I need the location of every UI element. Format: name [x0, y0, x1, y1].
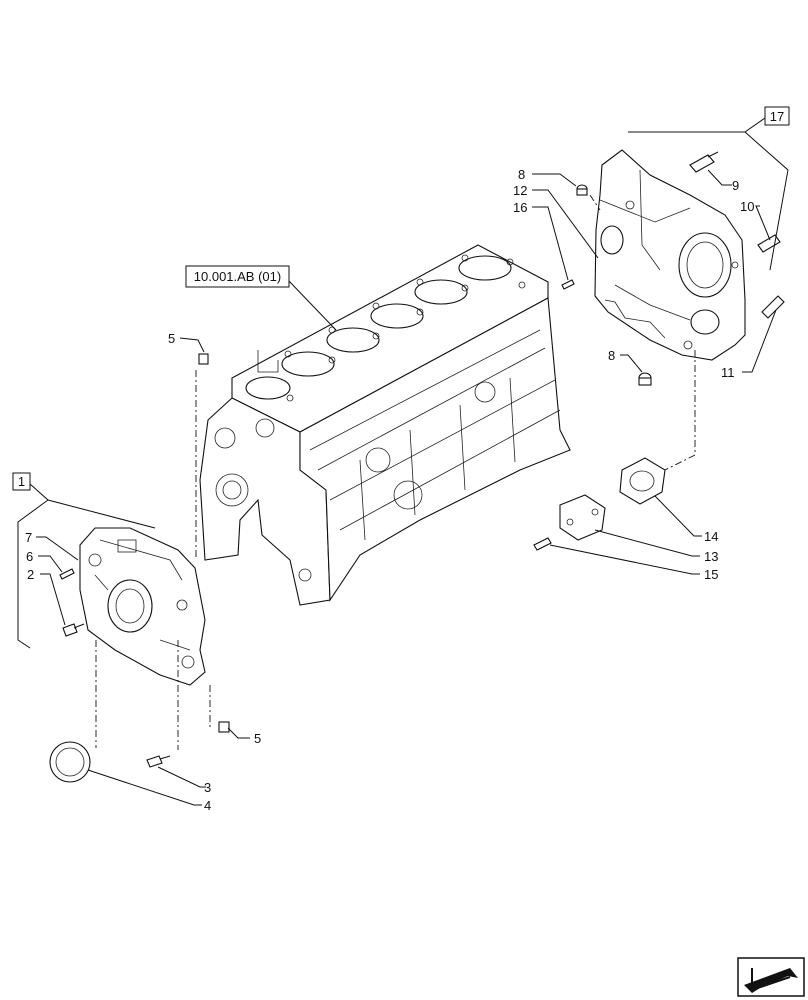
front-timing-cover	[79, 527, 206, 686]
next-page-arrow-icon[interactable]	[737, 957, 805, 997]
callout-12: 12	[513, 183, 527, 198]
dowel-pin	[561, 279, 575, 290]
bolt-3	[146, 755, 171, 768]
bolt-9	[689, 151, 719, 173]
callout-8-lower: 8	[608, 348, 615, 363]
callout-2: 2	[27, 567, 34, 582]
callout-4: 4	[204, 798, 211, 813]
reference-text: 10.001.AB (01)	[194, 269, 281, 284]
plug-upper	[576, 184, 588, 196]
callout-16: 16	[513, 200, 527, 215]
callout-6: 6	[26, 549, 33, 564]
group-label-17-text: 17	[770, 109, 784, 124]
plug-5-lower	[218, 721, 230, 733]
group-label-1-text: 1	[18, 474, 25, 489]
callout-5-upper: 5	[168, 331, 175, 346]
flywheel-gear-housing	[594, 149, 746, 361]
bolt-2	[62, 623, 85, 637]
plug-5-upper	[198, 353, 209, 365]
group-label-1: 1	[12, 472, 31, 491]
callout-3: 3	[204, 780, 211, 795]
engine-block	[199, 244, 571, 606]
group-label-17: 17	[764, 106, 790, 126]
reference-label: 10.001.AB (01)	[185, 265, 290, 288]
stud-6	[59, 568, 75, 580]
callout-8-upper: 8	[518, 167, 525, 182]
callout-15: 15	[704, 567, 718, 582]
cover-plate-13	[559, 494, 606, 541]
plug-lower	[638, 372, 652, 386]
callout-11: 11	[721, 365, 735, 380]
callout-9: 9	[732, 178, 739, 193]
oil-seal	[49, 741, 91, 783]
callout-7: 7	[25, 530, 32, 545]
gasket-14	[619, 457, 666, 505]
callout-5-lower: 5	[254, 731, 261, 746]
callout-14: 14	[704, 529, 718, 544]
bolt-11	[761, 295, 785, 319]
callout-10: 10	[740, 199, 754, 214]
leader-lines	[17, 117, 789, 806]
assembly-lines	[95, 194, 696, 750]
callout-13: 13	[704, 549, 718, 564]
bolt-15	[533, 537, 552, 551]
